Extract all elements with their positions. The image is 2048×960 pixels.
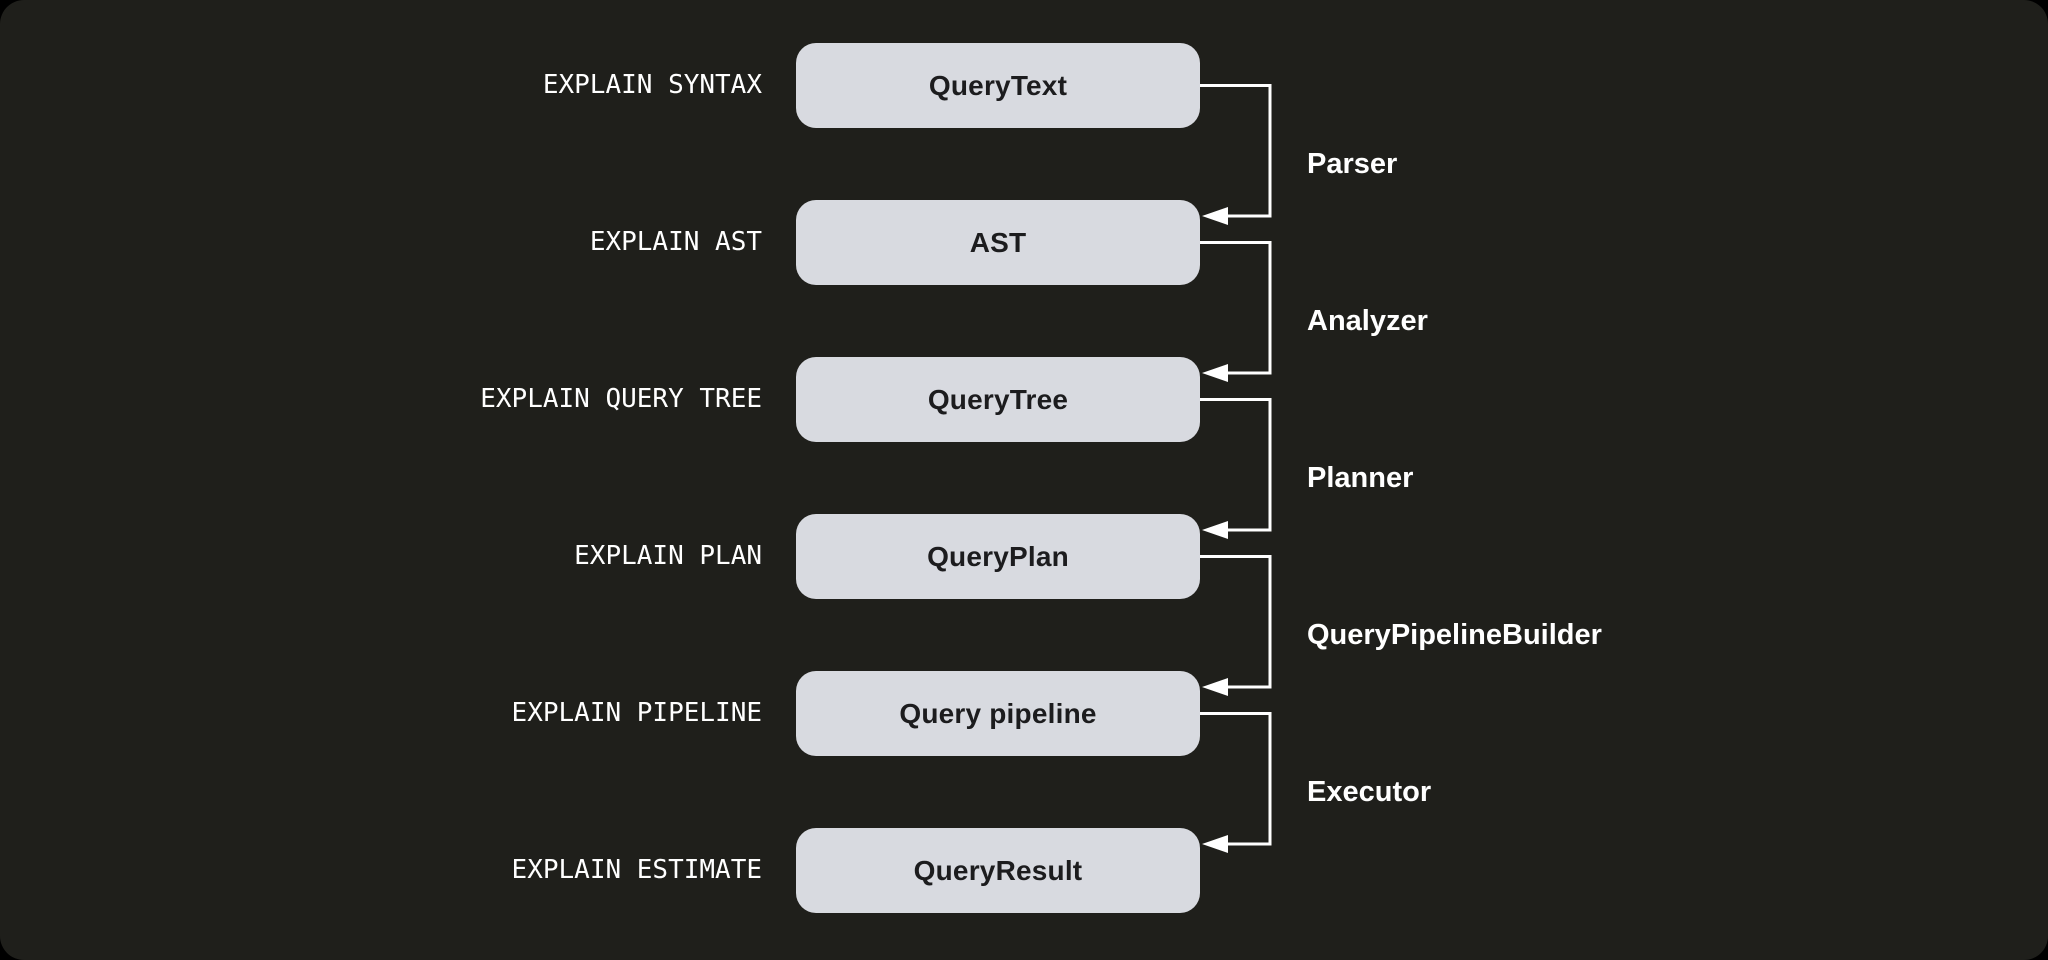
arrowhead-icon (1202, 678, 1228, 696)
artifact-box-label: QueryText (928, 69, 1068, 101)
arrowhead-icon (1202, 364, 1228, 382)
explain-command-label: EXPLAIN PIPELINE (511, 698, 762, 728)
arrowhead-icon (1202, 835, 1228, 853)
artifact-box-query-pipeline: Query pipeline (796, 671, 1200, 756)
artifact-box-label: QueryResult (913, 854, 1083, 886)
stage-label-parser: Parser (1307, 148, 1398, 180)
artifact-box-queryplan: QueryPlan (796, 514, 1200, 599)
stage-label-executor: Executor (1307, 776, 1432, 808)
connector-line (1200, 712, 1272, 846)
artifact-box-label: QueryTree (927, 383, 1069, 415)
stage-label-analyzer: Analyzer (1307, 305, 1428, 337)
artifact-box-label: QueryPlan (927, 540, 1069, 572)
connector-line (1200, 241, 1272, 375)
explain-command-label: EXPLAIN ESTIMATE (511, 855, 762, 885)
stage-label-planner: Planner (1307, 462, 1414, 494)
artifact-box-label: AST (969, 226, 1027, 258)
connector-line (1200, 398, 1272, 532)
explain-command-label: EXPLAIN AST (589, 227, 762, 257)
connector-line (1200, 555, 1272, 689)
artifact-box-querytree: QueryTree (796, 357, 1200, 442)
arrowhead-icon (1202, 207, 1228, 225)
artifact-box-querytext: QueryText (796, 43, 1200, 128)
explain-command-label: EXPLAIN QUERY TREE (480, 384, 762, 414)
explain-command-label: EXPLAIN SYNTAX (542, 70, 762, 100)
artifact-box-ast: AST (796, 200, 1200, 285)
arrowhead-icon (1202, 521, 1228, 539)
artifact-box-label: Query pipeline (899, 697, 1097, 729)
explain-command-label: EXPLAIN PLAN (574, 541, 762, 571)
connector-line (1200, 84, 1272, 218)
artifact-box-queryresult: QueryResult (796, 828, 1200, 913)
stage-label-querypipelinebuilder: QueryPipelineBuilder (1307, 619, 1602, 651)
